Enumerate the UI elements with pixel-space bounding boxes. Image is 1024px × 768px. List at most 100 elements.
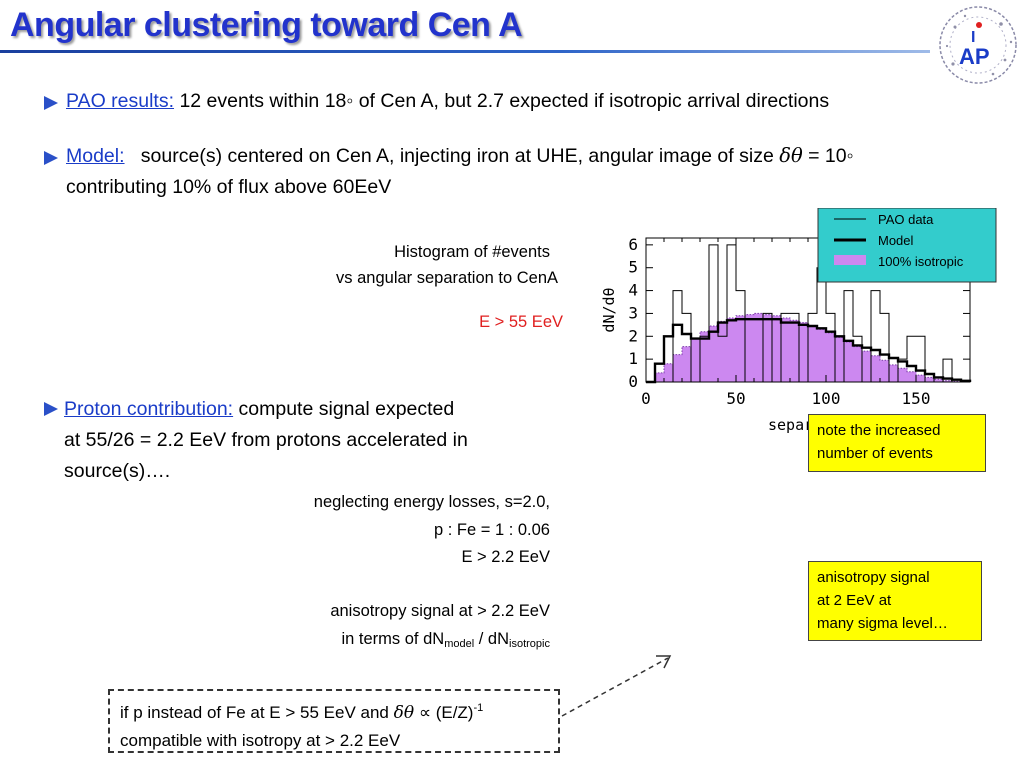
isotropic-bar — [790, 320, 800, 382]
y-tick-label: 2 — [628, 326, 638, 345]
proton-hypothesis-box: if p instead of Fe at E > 55 EeV and δθ … — [108, 689, 560, 753]
isotropic-bar — [880, 360, 890, 382]
model-link[interactable]: Model: — [66, 145, 125, 167]
bullet-arrow-icon — [44, 96, 58, 110]
proton-line-2: at 55/26 = 2.2 EeV from protons accelera… — [64, 429, 468, 451]
pao-data-line — [646, 244, 970, 383]
slide-title: Angular clustering toward Cen A — [10, 6, 523, 44]
isotropic-bar — [844, 342, 854, 382]
legend-pao-label: PAO data — [878, 212, 934, 227]
isotropic-bar — [682, 346, 692, 382]
aniso-sub-model: model — [444, 638, 475, 650]
y-tick-label: 6 — [628, 235, 638, 254]
model-text: source(s) centered on Cen A, injecting i… — [140, 145, 774, 167]
histogram-caption-line2: vs angular separation to CenA — [336, 269, 558, 287]
note-line: at 2 EeV at — [817, 592, 892, 609]
hypothesis-line1: if p instead of Fe at E > 55 EeV and δθ … — [120, 694, 548, 727]
legend-model-label: Model — [878, 233, 914, 248]
histogram-caption-line1: Histogram of #events — [394, 243, 550, 261]
svg-text:I: I — [971, 29, 975, 46]
iap-logo-icon: I AP — [939, 6, 1017, 84]
y-tick-label: 0 — [628, 372, 638, 391]
x-tick-label: 50 — [726, 389, 745, 408]
y-axis-label: dN/dθ — [600, 287, 618, 332]
hypothesis-line2: compatible with isotropy at > 2.2 EeV — [120, 731, 401, 750]
pao-results-text: 12 events within 18◦ of Cen A, but 2.7 e… — [179, 90, 830, 112]
legend-isotropic-swatch — [834, 255, 866, 265]
isotropic-bar — [916, 375, 926, 382]
bullet-arrow-icon — [44, 151, 58, 165]
isotropic-bar — [826, 332, 836, 382]
isotropic-bar — [817, 329, 827, 382]
title-divider — [0, 50, 930, 53]
proton-line-3: source(s)…. — [64, 460, 171, 482]
isotropic-bar — [871, 355, 881, 382]
isotropic-bar — [745, 314, 755, 382]
conditions-line1: neglecting energy losses, s=2.0, — [313, 493, 550, 511]
model-line-1: Model: source(s) centered on Cen A, inje… — [66, 141, 854, 171]
note-line: note the increased — [817, 422, 941, 439]
isotropic-bar — [772, 315, 782, 382]
y-tick-label: 3 — [628, 303, 638, 322]
isotropic-bar — [763, 314, 773, 382]
conditions-line3: E > 2.2 EeV — [461, 548, 550, 566]
model-text-value: = 10◦ — [808, 145, 854, 167]
delta-theta-symbol: δθ — [393, 703, 415, 723]
note-line: many sigma level… — [817, 615, 948, 632]
model-line-2: contributing 10% of flux above 60EeV — [66, 176, 392, 198]
chart-legend: PAO data Model 100% isotropic — [817, 208, 997, 283]
x-tick-label: 150 — [902, 389, 931, 408]
note-line: number of events — [817, 445, 933, 462]
isotropic-bar — [655, 372, 665, 382]
hypothesis-text: if p instead of Fe at E > 55 EeV and — [120, 703, 394, 722]
isotropic-bar — [889, 364, 899, 382]
isotropic-bar — [718, 321, 728, 382]
note-anisotropy-box: anisotropy signal at 2 EeV at many sigma… — [808, 561, 982, 641]
aniso-line2: in terms of dNmodel / dNisotropic — [200, 627, 551, 656]
aniso-dn-text: in terms of dN — [341, 630, 445, 648]
isotropic-bar — [727, 318, 737, 382]
y-tick-label: 1 — [628, 349, 638, 368]
isotropic-bar — [664, 363, 674, 382]
isotropic-bar — [691, 338, 701, 382]
proton-line-1: Proton contribution: compute signal expe… — [64, 394, 454, 424]
bullet-arrow-icon — [44, 402, 58, 416]
isotropic-bar — [799, 322, 809, 382]
legend-isotropic-label: 100% isotropic — [878, 254, 964, 269]
isotropic-bar — [709, 326, 719, 382]
note-increased-events-box: note the increased number of events — [808, 414, 986, 472]
isotropic-bar — [934, 379, 944, 382]
hypothesis-text-2: (E/Z) — [430, 703, 474, 722]
pao-results-link[interactable]: PAO results: — [66, 90, 175, 112]
conditions-line2: p : Fe = 1 : 0.06 — [433, 521, 550, 539]
pao-data-series — [646, 244, 970, 383]
isotropic-bar — [898, 368, 908, 382]
isotropic-bar — [781, 318, 791, 382]
proton-text: compute signal expected — [238, 398, 455, 420]
exponent: -1 — [473, 702, 484, 714]
energy-cut-label: E > 55 EeV — [479, 313, 563, 331]
isotropic-bar — [808, 326, 818, 382]
isotropic-bar — [736, 315, 746, 382]
svg-text:AP: AP — [959, 44, 990, 69]
x-tick-label: 100 — [812, 389, 841, 408]
isotropic-bar — [925, 377, 935, 382]
isotropic-bar — [835, 337, 845, 382]
isotropic-bar — [907, 371, 917, 382]
aniso-dn-text-2: / dN — [474, 630, 510, 648]
isotropic-bar — [943, 380, 953, 382]
pao-results-line: PAO results: 12 events within 18◦ of Cen… — [66, 86, 829, 116]
note-line: anisotropy signal — [817, 569, 930, 586]
aniso-sub-isotropic: isotropic — [509, 638, 550, 650]
y-tick-label: 5 — [628, 258, 638, 277]
isotropic-bar — [700, 331, 710, 382]
legend-background — [817, 208, 997, 283]
proportional-symbol: ∝ — [418, 703, 431, 722]
dashed-arrow — [561, 655, 672, 717]
proton-contribution-link[interactable]: Proton contribution: — [64, 398, 234, 420]
aniso-line1: anisotropy signal at > 2.2 EeV — [330, 602, 550, 620]
isotropic-bar — [853, 346, 863, 382]
y-tick-label: 4 — [628, 281, 638, 300]
